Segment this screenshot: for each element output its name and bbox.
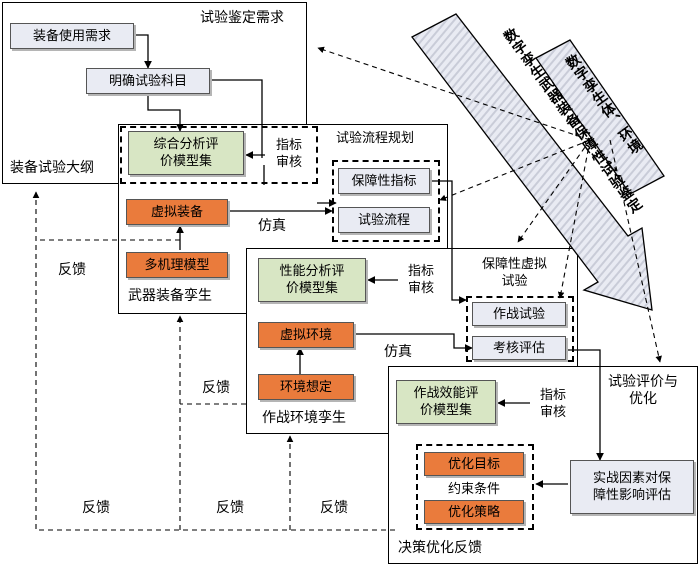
sim-label-2: 仿真 bbox=[384, 344, 412, 360]
comp-model-dash-group bbox=[120, 126, 318, 184]
env-twin-label: 作战环境孪生 bbox=[262, 410, 346, 426]
opt-goal-node: 优化目标 bbox=[424, 452, 524, 476]
feedback-label-1: 反馈 bbox=[58, 262, 86, 278]
optimization-dash-group bbox=[416, 444, 534, 530]
multi-model-node: 多机理模型 bbox=[126, 252, 228, 278]
constraint-node: 约束条件 bbox=[447, 481, 500, 497]
comp-model-node: 综合分析评 价模型集 bbox=[128, 131, 244, 175]
effect-model-node: 作战效能评 价模型集 bbox=[396, 380, 496, 424]
virtual-test-dash-group bbox=[466, 296, 574, 362]
index-review-2: 指标 审核 bbox=[407, 264, 434, 296]
feedback-label-5: 反馈 bbox=[320, 500, 348, 516]
virtual-env-node: 虚拟环境 bbox=[258, 322, 354, 348]
env-scenario-node: 环境想定 bbox=[258, 374, 354, 400]
dashed-arrows bbox=[32, 46, 662, 531]
big-arrow-twin-env bbox=[535, 39, 665, 195]
feedback-label-2: 反馈 bbox=[202, 380, 230, 396]
requirement-title: 试验鉴定需求 bbox=[200, 10, 284, 26]
feedback-label-3: 反馈 bbox=[82, 500, 110, 516]
evaluation-label: 试验评价与 优化 bbox=[608, 374, 678, 407]
index-review-3: 指标 审核 bbox=[539, 388, 566, 420]
virtual-equipment-node: 虚拟装备 bbox=[126, 199, 228, 225]
supp-index-node: 保障性指标 bbox=[338, 168, 430, 194]
combat-test-node: 作战试验 bbox=[472, 302, 566, 326]
virtual-test-title: 保障性虚拟 试验 bbox=[482, 257, 548, 289]
decision-label: 决策优化反馈 bbox=[398, 540, 482, 556]
opt-strategy-node: 优化策略 bbox=[424, 500, 524, 524]
test-planning-title: 试验流程规划 bbox=[336, 131, 415, 146]
index-review-1: 指标 审核 bbox=[275, 138, 302, 170]
perf-model-node: 性能分析评 价模型集 bbox=[258, 258, 366, 302]
feedback-label-4: 反馈 bbox=[216, 500, 244, 516]
test-flow-node: 试验流程 bbox=[338, 207, 430, 233]
sim-label-1: 仿真 bbox=[258, 218, 286, 234]
solid-arrows bbox=[134, 34, 604, 488]
assess-node: 考核评估 bbox=[472, 336, 566, 360]
outline-label: 装备试验大纲 bbox=[10, 160, 94, 176]
big-arrow-twin-supp-test bbox=[411, 13, 653, 311]
equipment-requirement-node: 装备使用需求 bbox=[10, 23, 134, 49]
weapon-twin-label: 武器装备孪生 bbox=[128, 288, 212, 304]
define-subject-node: 明确试验科目 bbox=[86, 68, 210, 94]
impact-eval-node: 实战因素对保 障性影响评估 bbox=[570, 460, 694, 514]
